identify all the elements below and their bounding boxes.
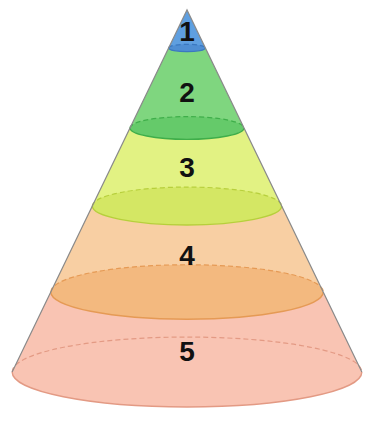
hidden-edge xyxy=(12,337,362,372)
band-label-box: 5 xyxy=(175,336,199,368)
band-number: 4 xyxy=(179,242,195,270)
cone-outline xyxy=(12,10,362,372)
cone-band xyxy=(169,10,206,52)
band-number: 1 xyxy=(179,18,195,46)
band-rim xyxy=(92,206,281,225)
band-ellipse xyxy=(92,187,281,225)
band-label-box: 3 xyxy=(175,152,199,184)
band-number: 2 xyxy=(179,79,195,107)
band-label-box: 4 xyxy=(175,240,199,272)
band-rim xyxy=(12,372,362,407)
band-number: 5 xyxy=(179,338,195,366)
band-rim xyxy=(130,128,244,139)
band-ellipse xyxy=(130,117,244,140)
band-ellipse xyxy=(51,265,323,319)
band-label-box: 2 xyxy=(175,77,199,109)
hidden-edge xyxy=(130,117,244,128)
band-rim xyxy=(51,292,323,319)
cone-band xyxy=(92,128,281,225)
band-number: 3 xyxy=(179,154,195,182)
band-rim xyxy=(169,48,206,52)
hidden-edge xyxy=(92,187,281,206)
band-label-box: 1 xyxy=(175,16,199,48)
